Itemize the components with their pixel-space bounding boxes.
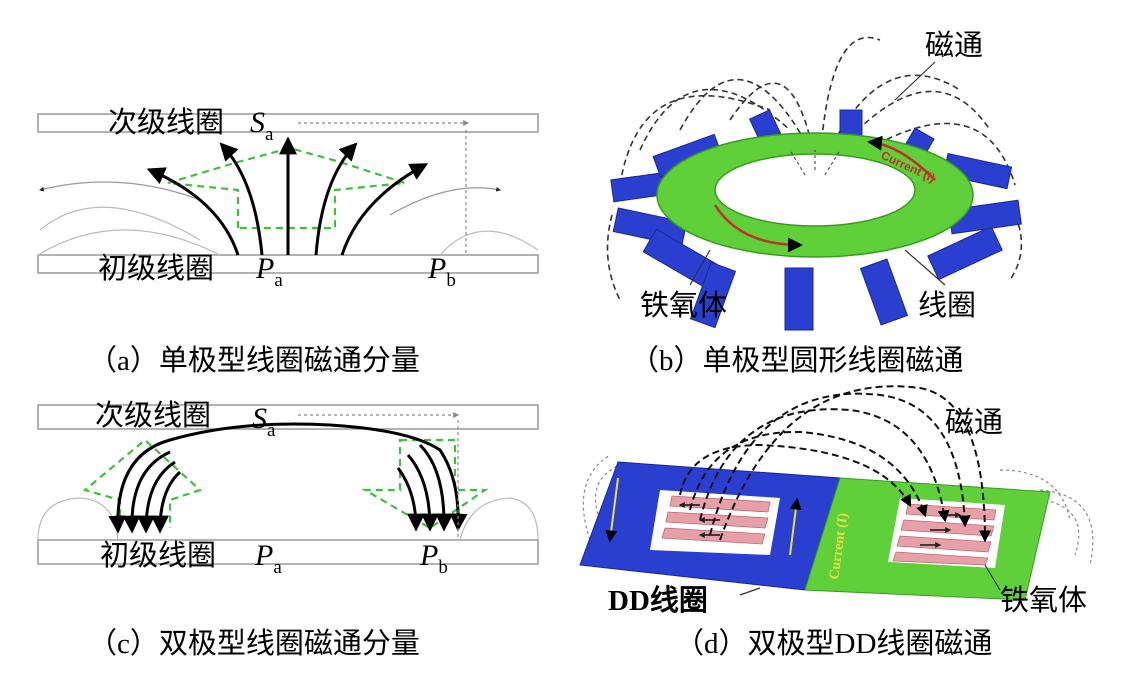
flux-label-b: 磁通: [925, 29, 983, 62]
ferrite-label-d: 铁氧体: [1000, 584, 1087, 617]
panel-c: 次级线圈 Sa 初级线圈 Pa Pb （c）双极型线圈磁通分量: [37, 399, 539, 660]
green-flux-region: [167, 146, 406, 230]
dd-coil-label: DD线圈: [608, 584, 708, 617]
caption-a: （a）单极型线圈磁通分量: [88, 344, 420, 377]
pb-label-c: Pb: [419, 539, 448, 578]
pa-label-c: Pa: [254, 539, 282, 578]
panel-b: Current (I) 磁通 铁氧体 线圈 （b）单极型圆形线圈磁通: [606, 29, 1023, 377]
pa-label: Pa: [255, 252, 283, 291]
panel-a: 次级线圈 Sa 初级线圈 Pa Pb （a）单极型线圈磁通分量: [37, 106, 539, 377]
caption-c: （c）双极型线圈磁通分量: [88, 627, 420, 660]
secondary-coil-label-c: 次级线圈: [95, 399, 211, 432]
primary-coil-plate-c: [37, 539, 539, 565]
caption-b: （b）单极型圆形线圈磁通: [630, 344, 964, 377]
secondary-coil-label: 次级线圈: [108, 106, 224, 139]
primary-coil-label-c: 初级线圈: [100, 539, 216, 572]
primary-coil-label: 初级线圈: [98, 252, 214, 285]
caption-d: （d）双极型DD线圈磁通: [675, 627, 992, 660]
panel-d: Current (I) 磁通 DD线圈 铁氧体 （d）双极型DD线圈磁通: [579, 385, 1094, 660]
ferrite-label-b: 铁氧体: [640, 289, 727, 322]
sa-label: Sa: [250, 106, 274, 145]
sa-label-c: Sa: [252, 402, 276, 441]
pb-label: Pb: [427, 252, 456, 291]
secondary-coil-plate: [37, 113, 539, 133]
flux-label-d: 磁通: [945, 406, 1003, 439]
coil-label-b: 线圈: [918, 289, 976, 322]
